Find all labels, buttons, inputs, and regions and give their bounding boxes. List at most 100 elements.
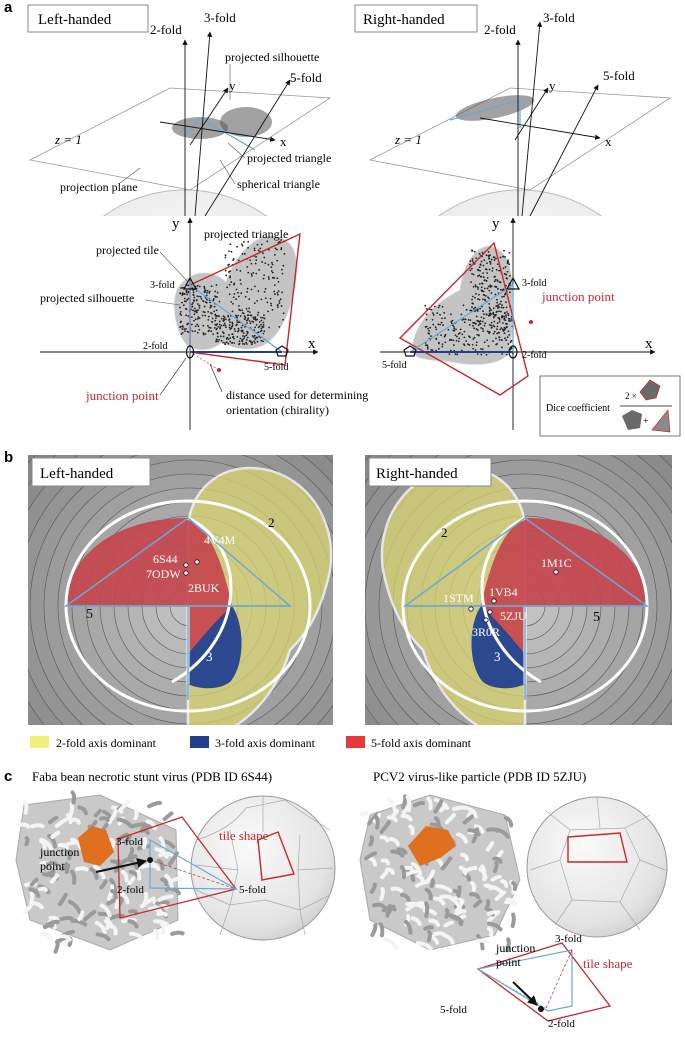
panel-b-right: Right-handed 2 5 3 1M1C 1STM 1VB4 5ZJU 3… [365, 455, 672, 725]
legend-2fold: 2-fold axis dominant [56, 736, 157, 750]
label-2fold-2d-right: 2-fold [522, 350, 546, 361]
zone-label-3-right: 3 [494, 649, 501, 664]
label-distance-line2: orientation (chirality) [226, 403, 329, 417]
label-3fold-3d-left: 3-fold [204, 10, 236, 25]
zone-3fold-right [471, 606, 525, 689]
label-5fold-2d-left: 5-fold [264, 362, 288, 373]
label-projection-plane: projection plane [60, 180, 138, 194]
label-2fold-3d-left: 2-fold [150, 22, 182, 37]
label-3fold-3d-right: 3-fold [543, 10, 575, 25]
point-4v4m [194, 559, 200, 565]
legend-3fold: 3-fold axis dominant [215, 736, 316, 750]
label-projected-tile: projected tile [96, 243, 159, 257]
panel-c-letter: c [4, 768, 12, 785]
marker-2fold-right [508, 345, 518, 359]
label-projected-silhouette-2d: projected silhouette [40, 291, 134, 305]
panel-a-right-3d: Right-handed 2-fold 3-fold 5-fold x y z … [354, 4, 672, 217]
c-left-junction-2: point [40, 859, 65, 873]
axis-x-right [479, 117, 601, 140]
panel-c-left-title: Faba bean necrotic stunt virus (PDB ID 6… [32, 769, 272, 784]
label-spherical-triangle: spherical triangle [237, 177, 320, 191]
panel-a-left-title: Left-handed [38, 12, 112, 28]
label-plane-z-right: z = 1 [394, 132, 422, 147]
plot-y-label-left: y [172, 216, 180, 232]
tile-diagram-6s44: 3-fold 2-fold 5-fold junction point tile… [39, 816, 269, 919]
c-right-tile-shape: tile shape [583, 956, 633, 971]
axis-5fold-left [204, 79, 291, 217]
tile-outline-5zju [567, 832, 628, 863]
marker-5fold-right [403, 345, 417, 357]
point-1vb4 [491, 598, 497, 604]
label-5fold-3d-right: 5-fold [603, 68, 635, 83]
panel-a-right-title: Right-handed [363, 12, 445, 28]
c-right-5fold: 5-fold [440, 1004, 467, 1016]
label-x-3d-right: x [605, 134, 612, 149]
junction-point-6s44 [147, 857, 153, 863]
axis-y-right [514, 87, 549, 141]
legend-swatch-5fold [346, 736, 365, 748]
point-3r0r [483, 617, 489, 623]
c-left-5fold: 5-fold [239, 884, 266, 896]
point-7odw [183, 570, 189, 576]
label-5fold-2d-right: 5-fold [382, 360, 406, 371]
zone-3fold-left [188, 606, 242, 689]
zone-label-2-left: 2 [268, 515, 275, 530]
label-projected-silhouette: projected silhouette [225, 50, 319, 64]
svg-text:+: + [643, 416, 649, 427]
capsid-5zju [359, 794, 521, 953]
pdb-1m1c: 1M1C [541, 556, 572, 570]
axis-x-left [159, 121, 276, 142]
zone-label-5-left: 5 [86, 607, 93, 622]
c-right-3fold: 3-fold [555, 933, 582, 945]
panel-c-right-title: PCV2 virus-like particle (PDB ID 5ZJU) [373, 769, 586, 784]
axis-3fold-left [194, 31, 213, 217]
label-junction-point-right: junction point [541, 289, 615, 304]
c-left-3fold: 3-fold [116, 836, 143, 848]
c-left-tile-shape: tile shape [219, 828, 269, 843]
marker-2fold-left [185, 345, 195, 359]
projected-tile-right [398, 241, 529, 396]
c-right-2fold: 2-fold [548, 1018, 575, 1030]
panel-a-left-3d: Left-handed 2-fold 3-fold 5-fold x y z =… [27, 4, 331, 217]
pdb-1vb4: 1VB4 [489, 585, 518, 599]
pdb-6s44: 6S44 [153, 552, 178, 566]
panel-b-right-title-box [368, 457, 492, 487]
zone-label-3-left: 3 [206, 649, 213, 664]
silhouette-2d-left [173, 235, 298, 351]
label-y-3d-right: y [549, 78, 556, 93]
legend-swatch-2fold [30, 736, 49, 748]
tiling-sphere-5zju [526, 796, 668, 938]
marker-5fold-left [275, 345, 289, 357]
panel-b-left: Left-handed 2 5 3 4V4M 6S44 7ODW 2BUK [28, 455, 333, 725]
c-right-junction-2: point [496, 955, 521, 969]
marker-3fold-left [182, 276, 198, 290]
panel-b-left-title: Left-handed [40, 466, 114, 482]
projected-triangle-3d-right [449, 99, 521, 128]
junction-point-5zju [538, 1006, 544, 1012]
c-left-junction-1: junction [39, 845, 79, 859]
junction-point-right [529, 320, 533, 324]
legend-5fold: 5-fold axis dominant [371, 736, 472, 750]
label-x-3d-left: x [280, 134, 287, 149]
label-5fold-3d-left: 5-fold [290, 70, 322, 85]
label-projected-triangle-2d: projected triangle [204, 227, 288, 241]
pdb-2buk: 2BUK [188, 581, 220, 595]
dice-coefficient-box: Dice coefficient 2 × + [539, 375, 681, 437]
c-right-junction-1: junction [495, 941, 535, 955]
plot-x-label-right: x [645, 336, 653, 352]
axis-y-left [189, 87, 229, 146]
c-left-2fold: 2-fold [117, 884, 144, 896]
point-5zju [487, 609, 493, 615]
label-distance-line1: distance used for determining [226, 388, 368, 402]
label-junction-point-left: junction point [85, 388, 159, 403]
sphere-right [437, 189, 603, 216]
plot-y-label-right: y [492, 216, 500, 232]
axis-5fold-right [529, 84, 599, 217]
projected-triangle-3d-left [184, 117, 256, 151]
marker-3fold-right [505, 276, 521, 290]
pdb-4v4m: 4V4M [204, 533, 236, 547]
panel-a-left-2d: x y projected tile projected triangle pr… [40, 216, 368, 430]
label-3fold-2d-left: 3-fold [150, 280, 174, 291]
point-1m1c [553, 569, 559, 575]
